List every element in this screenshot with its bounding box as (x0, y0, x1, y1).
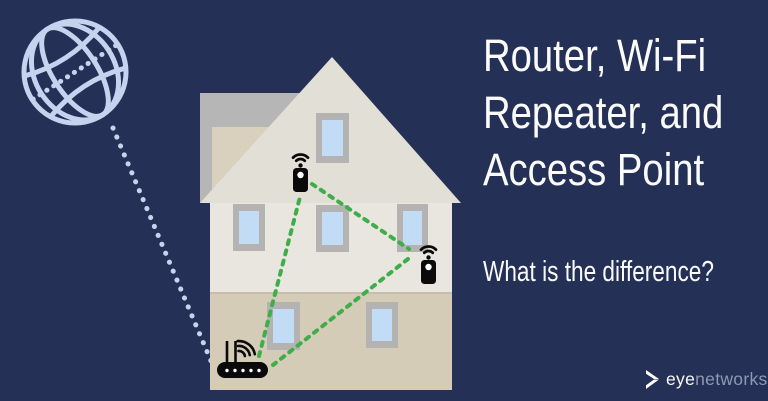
title-line: Access Point (483, 144, 705, 195)
wifi-repeater-right-icon (419, 245, 438, 286)
title-line: Repeater, and (483, 87, 724, 138)
title-line: Router, Wi-Fi (483, 30, 707, 81)
wifi-link-right-repeater-to-router (271, 257, 410, 367)
wifi-link-router-to-attic-repeater (257, 195, 302, 358)
window-attic (316, 113, 349, 163)
internet-globe-icon (21, 18, 129, 126)
internet-connection-dotted-line (110, 125, 214, 364)
wifi-repeater-attic-icon (291, 153, 310, 194)
window-ground-left (267, 302, 300, 350)
brand-wordmark: eyenetworks (666, 369, 768, 390)
wifi-router-icon (217, 339, 268, 378)
page-subtitle: What is the difference? (483, 256, 714, 288)
floor-divider-line (210, 292, 452, 294)
brand-primary: eye (666, 369, 696, 389)
eyenetworks-logo: eyenetworks (646, 369, 768, 390)
eyenetworks-arrow-icon (646, 370, 659, 389)
window-middle-left (233, 204, 265, 251)
wifi-signal-links (257, 182, 411, 367)
house-illustration (200, 57, 461, 390)
router-indicator-dots (225, 368, 261, 373)
wifi-link-attic-to-right-repeater (310, 182, 411, 251)
brand-secondary: networks (695, 369, 768, 389)
side-wing-roof-edge (200, 93, 213, 203)
page-title: Router, Wi-Fi Repeater, and Access Point (483, 27, 723, 198)
window-ground-right (366, 302, 398, 348)
window-middle-center (316, 205, 349, 252)
